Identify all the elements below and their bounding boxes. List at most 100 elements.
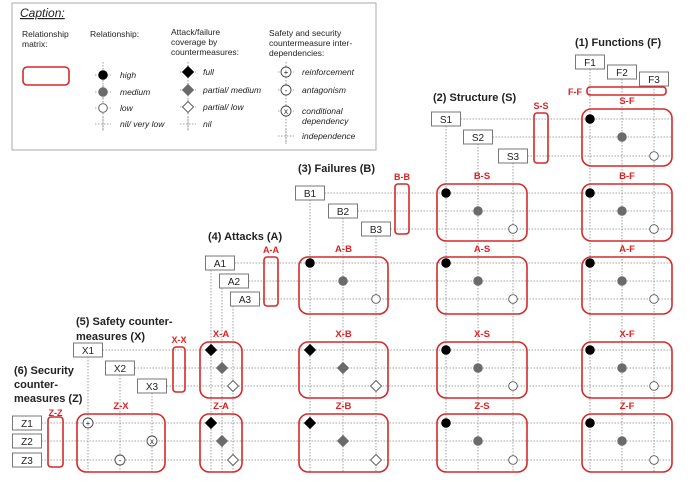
- self-matrix-label: A-A: [263, 245, 279, 255]
- partial-medium-coverage-diamond-icon: [336, 434, 350, 448]
- matrix-s-f: [581, 108, 673, 167]
- self-matrix-b-b: [394, 183, 410, 235]
- low-relationship-dot-icon: [371, 294, 381, 304]
- element-label-x2: X2: [114, 364, 127, 375]
- partial-medium-coverage-diamond-icon: [215, 361, 229, 375]
- low-relationship-dot-icon: [649, 224, 659, 234]
- matrix-border: [436, 413, 528, 473]
- self-matrix-label: X-X: [171, 335, 186, 345]
- matrix-a-f: [581, 256, 673, 315]
- legend-coverage-label: partial/ medium: [202, 85, 261, 95]
- matrix-label: Z-S: [474, 401, 489, 412]
- element-box-x2: [105, 360, 135, 376]
- matrix-x-b: [298, 341, 389, 399]
- high-relationship-dot-icon: [98, 70, 108, 80]
- element-box-f1: [575, 54, 605, 70]
- self-matrix-a-a: [263, 256, 279, 307]
- element-label-s2: S2: [472, 133, 485, 144]
- partial-medium-coverage-diamond-icon: [336, 361, 350, 375]
- self-matrix-label: B-B: [394, 172, 410, 182]
- self-matrix-label: Z-Z: [49, 408, 63, 418]
- legend-dependency-label: independence: [302, 131, 356, 141]
- legend-relationship-label: nil/ very low: [120, 119, 165, 129]
- group-title-x: measures (X): [76, 331, 145, 343]
- caption-dependency-heading: Safety and security: [269, 28, 342, 38]
- matrix-label: S-F: [619, 96, 635, 107]
- high-relationship-dot-icon: [585, 258, 595, 268]
- matrix-label: A-B: [335, 244, 352, 255]
- element-label-x3: X3: [146, 382, 159, 393]
- caption-coverage-heading: countermeasures:: [171, 47, 239, 57]
- matrix-label: X-S: [474, 329, 490, 340]
- low-relationship-dot-icon: [649, 151, 659, 161]
- element-box-f3: [639, 71, 669, 87]
- matrix-border: [436, 341, 528, 399]
- conditional-dependency-icon: [146, 435, 158, 447]
- matrix-x-a: [199, 341, 243, 399]
- high-relationship-dot-icon: [585, 114, 595, 124]
- element-box-z3: [12, 452, 42, 468]
- element-label-z2: Z2: [21, 437, 33, 448]
- high-relationship-dot-icon: [305, 258, 315, 268]
- caption-box: [11, 2, 377, 151]
- high-relationship-dot-icon: [441, 258, 451, 268]
- matrix-border: [76, 413, 166, 473]
- self-matrix-label: S-S: [533, 101, 548, 111]
- medium-relationship-dot-icon: [473, 436, 483, 446]
- matrix-z-b: [298, 413, 389, 473]
- antagonism-symbol: -: [119, 456, 122, 465]
- medium-relationship-dot-icon: [617, 436, 627, 446]
- matrix-x-f: [581, 341, 673, 399]
- low-relationship-dot-icon: [649, 294, 659, 304]
- element-box-s1: [431, 111, 461, 127]
- group-title-z: (6) Security: [14, 365, 75, 377]
- partial-low-coverage-diamond-icon: [369, 379, 383, 393]
- matrix-label: Z-X: [113, 401, 129, 412]
- partial-low-coverage-diamond-icon: [226, 379, 240, 393]
- medium-relationship-dot-icon: [617, 276, 627, 286]
- self-matrix-f-f: [586, 86, 667, 96]
- element-box-a3: [230, 291, 260, 307]
- element-label-f1: F1: [584, 58, 596, 69]
- element-box-a2: [219, 273, 249, 289]
- matrix-label: X-B: [335, 329, 352, 340]
- matrix-border: [298, 256, 389, 315]
- matrix-border: [581, 413, 673, 473]
- matrix-border: [199, 413, 243, 473]
- caption-relationship-heading: Relationship:: [90, 29, 139, 39]
- group-title-z: counter-: [14, 379, 58, 391]
- element-box-a1: [205, 255, 235, 271]
- element-label-a1: A1: [214, 259, 227, 270]
- partial-low-coverage-diamond-icon: [181, 100, 195, 114]
- element-label-s3: S3: [507, 152, 520, 163]
- matrix-a-b: [298, 256, 389, 315]
- caption-title: Caption:: [20, 6, 65, 20]
- matrix-z-a: [199, 413, 243, 473]
- legend-dependency-label: antagonism: [302, 85, 346, 95]
- full-coverage-diamond-icon: [303, 343, 317, 357]
- self-matrix-s-s: [533, 112, 549, 164]
- high-relationship-dot-icon: [585, 188, 595, 198]
- high-relationship-dot-icon: [585, 345, 595, 355]
- reinforcement-symbol: +: [284, 68, 289, 77]
- full-coverage-diamond-icon: [181, 65, 195, 79]
- legend-dependency-label: reinforcement: [302, 67, 355, 77]
- element-box-x3: [137, 378, 167, 394]
- legend-relationship-label: low: [120, 103, 134, 113]
- matrix-border: [436, 256, 528, 315]
- caption-coverage-heading: Attack/failure: [171, 27, 220, 37]
- legend-coverage-label: partial/ low: [202, 102, 244, 112]
- matrix-b-f: [581, 183, 673, 242]
- matrix-border: [581, 256, 673, 315]
- element-box-b2: [328, 203, 358, 219]
- matrix-label: Z-F: [620, 401, 635, 412]
- element-box-f2: [607, 64, 637, 80]
- element-label-z1: Z1: [21, 419, 33, 430]
- medium-relationship-dot-icon: [98, 87, 108, 97]
- medium-relationship-dot-icon: [473, 206, 483, 216]
- element-box-s2: [463, 129, 493, 145]
- element-box-x1: [73, 342, 103, 358]
